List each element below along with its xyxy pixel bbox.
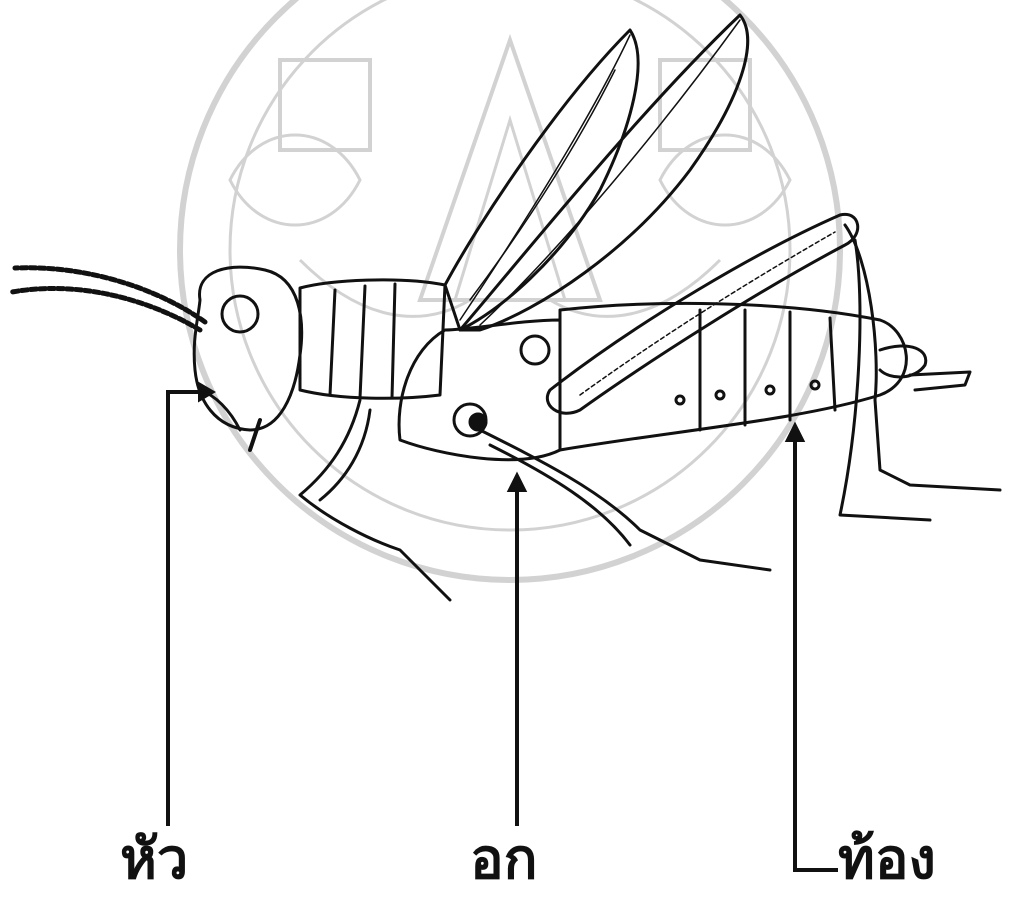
head-label: หัว bbox=[120, 832, 188, 888]
pointer-arrows bbox=[168, 385, 838, 870]
forewing bbox=[445, 30, 638, 330]
thorax-body bbox=[399, 320, 560, 460]
hind-tibia bbox=[845, 225, 1000, 490]
antenna bbox=[12, 288, 200, 330]
abdomen-pointer-line bbox=[795, 435, 838, 870]
pronotum bbox=[300, 280, 445, 398]
thorax-label: อก bbox=[470, 832, 538, 888]
watermark-seal bbox=[180, 0, 840, 580]
abdomen-label: ท้อง bbox=[838, 832, 936, 888]
head-pointer-line bbox=[168, 392, 205, 826]
thorax-arrow-icon bbox=[510, 476, 524, 490]
grasshopper-drawing bbox=[12, 15, 1000, 600]
